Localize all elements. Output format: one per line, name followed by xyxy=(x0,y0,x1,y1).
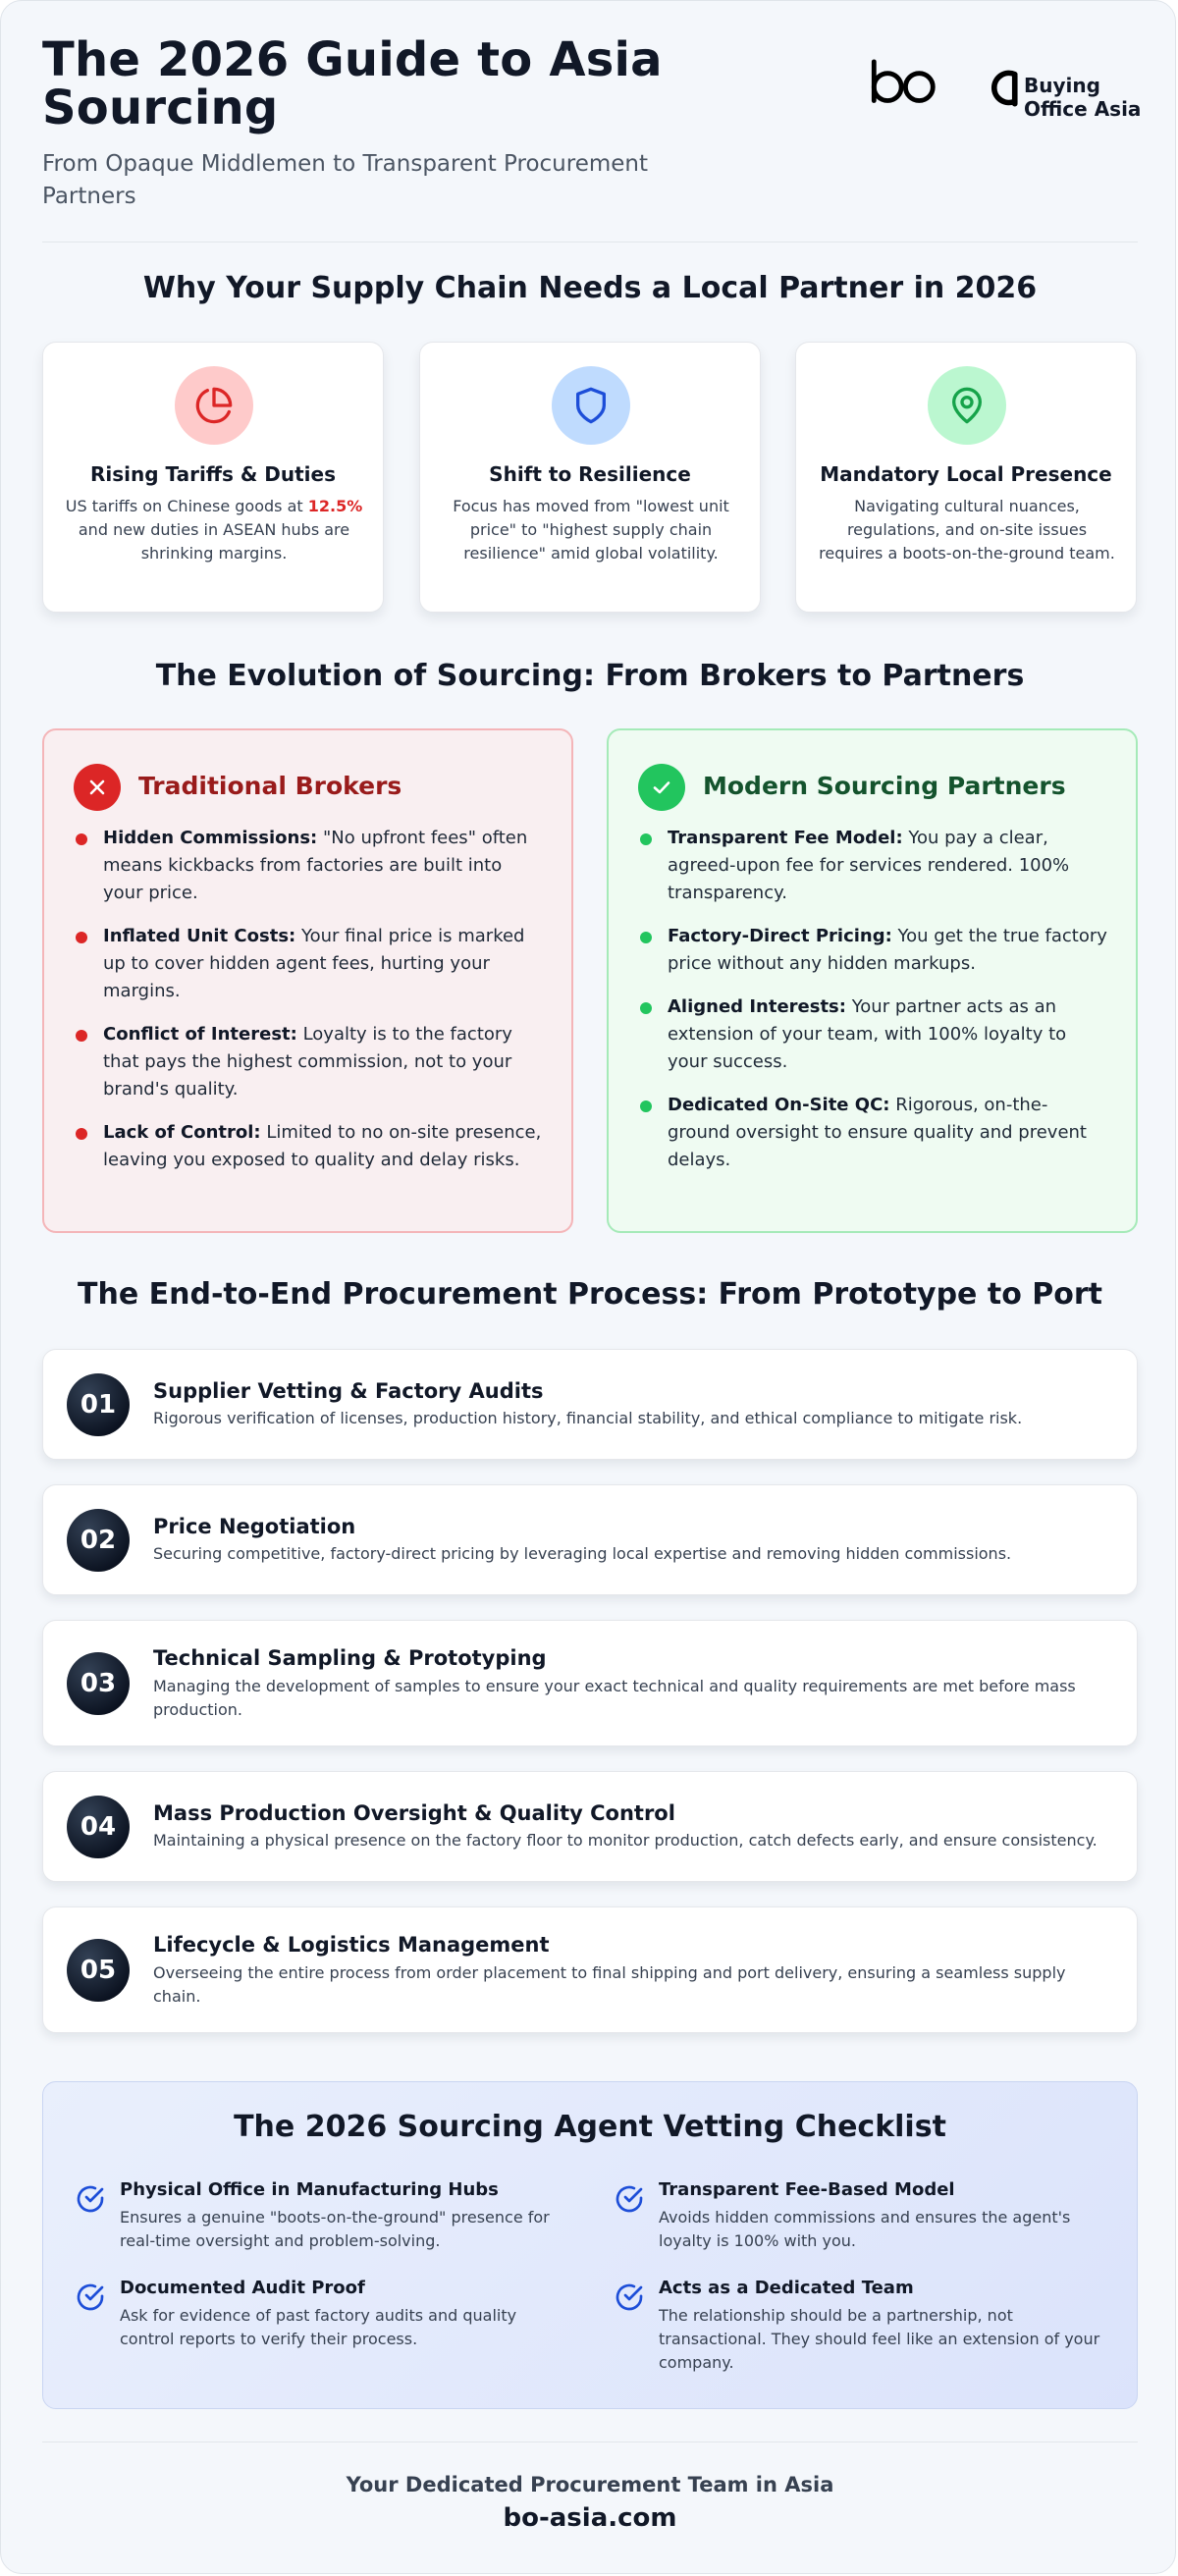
why-card-local-presence: Mandatory Local Presence Navigating cult… xyxy=(795,342,1137,613)
list-item: Factory-Direct Pricing: You get the true… xyxy=(638,923,1109,978)
modern-partners-panel: Modern Sourcing Partners Transparent Fee… xyxy=(607,728,1138,1233)
logo-text-line1: Buying xyxy=(1024,74,1100,97)
why-card-tariffs: Rising Tariffs & Duties US tariffs on Ch… xyxy=(42,342,384,613)
step-desc: Securing competitive, factory-direct pri… xyxy=(153,1544,1012,1563)
checklist-item-desc: Ensures a genuine "boots-on-the-ground" … xyxy=(120,2208,550,2250)
boa-logo-icon xyxy=(871,59,936,103)
list-item: Dedicated On-Site QC: Rigorous, on-the-g… xyxy=(638,1092,1109,1174)
step-title: Supplier Vetting & Factory Audits xyxy=(153,1379,544,1403)
list-item: Hidden Commissions: "No upfront fees" of… xyxy=(74,825,545,907)
logo-text-line2: Office Asia xyxy=(1024,97,1142,121)
check-circle-icon xyxy=(616,2283,643,2311)
checklist-item-title: Acts as a Dedicated Team xyxy=(659,2278,914,2298)
why-card-desc: Navigating cultural nuances, regulations… xyxy=(819,497,1115,563)
checklist-item-desc: Ask for evidence of past factory audits … xyxy=(120,2306,517,2348)
step-title: Price Negotiation xyxy=(153,1515,356,1538)
check-circle-icon xyxy=(616,2185,643,2213)
map-pin-icon xyxy=(952,387,982,424)
checklist-item-desc: Avoids hidden commissions and ensures th… xyxy=(659,2208,1071,2250)
step-desc: Overseeing the entire process from order… xyxy=(153,1963,1066,2006)
modern-list: Transparent Fee Model: You pay a clear, … xyxy=(638,825,1109,1190)
step-title: Lifecycle & Logistics Management xyxy=(153,1933,550,1957)
check-icon xyxy=(653,781,670,794)
list-item: Inflated Unit Costs: Your final price is… xyxy=(74,923,545,1005)
tariff-highlight: 12.5% xyxy=(307,497,363,515)
list-item: Aligned Interests: Your partner acts as … xyxy=(638,993,1109,1076)
why-card-resilience: Shift to Resilience Focus has moved from… xyxy=(419,342,761,613)
logo-text: Buying Office Asia xyxy=(1024,74,1141,121)
step-number: 05 xyxy=(67,1939,130,2002)
process-step-2: 02 Price Negotiation Securing competitiv… xyxy=(42,1484,1138,1595)
process-step-1: 01 Supplier Vetting & Factory Audits Rig… xyxy=(42,1349,1138,1460)
step-number: 01 xyxy=(67,1373,130,1436)
checklist-item-title: Transparent Fee-Based Model xyxy=(659,2179,955,2200)
step-number: 03 xyxy=(67,1652,130,1715)
process-step-4: 04 Mass Production Oversight & Quality C… xyxy=(42,1771,1138,1882)
step-title: Technical Sampling & Prototyping xyxy=(153,1646,547,1670)
traditional-brokers-panel: Traditional Brokers Hidden Commissions: … xyxy=(42,728,573,1233)
check-circle-icon xyxy=(77,2185,104,2213)
shield-icon xyxy=(576,387,606,424)
checklist-item-title: Physical Office in Manufacturing Hubs xyxy=(120,2179,499,2200)
why-card-title: Shift to Resilience xyxy=(489,462,691,486)
process-step-3: 03 Technical Sampling & Prototyping Mana… xyxy=(42,1620,1138,1746)
traditional-title: Traditional Brokers xyxy=(138,772,402,800)
modern-title: Modern Sourcing Partners xyxy=(703,772,1066,800)
why-card-title: Mandatory Local Presence xyxy=(820,462,1112,486)
boa-logo-a-icon xyxy=(991,70,1018,107)
pie-chart-icon-circle xyxy=(175,366,253,445)
why-card-desc: Focus has moved from "lowest unit price"… xyxy=(453,497,729,563)
step-number: 04 xyxy=(67,1796,130,1858)
close-icon xyxy=(89,779,105,795)
why-heading: Why Your Supply Chain Needs a Local Part… xyxy=(142,271,1038,305)
why-card-title: Rising Tariffs & Duties xyxy=(89,462,336,486)
step-desc: Rigorous verification of licenses, produ… xyxy=(153,1409,1023,1427)
page-subtitle: From Opaque Middlemen to Transparent Pro… xyxy=(42,151,648,209)
map-pin-icon-circle xyxy=(928,366,1006,445)
step-desc: Managing the development of samples to e… xyxy=(153,1677,1076,1719)
vetting-checklist-panel: The 2026 Sourcing Agent Vetting Checklis… xyxy=(42,2081,1138,2409)
close-icon-badge xyxy=(74,764,121,811)
step-number: 02 xyxy=(67,1509,130,1572)
evolution-heading: The Evolution of Sourcing: From Brokers … xyxy=(155,659,1025,693)
footer-website-link[interactable]: bo-asia.com xyxy=(503,2503,677,2533)
check-icon-badge xyxy=(638,764,685,811)
process-step-5: 05 Lifecycle & Logistics Management Over… xyxy=(42,1906,1138,2033)
list-item: Transparent Fee Model: You pay a clear, … xyxy=(638,825,1109,907)
list-item: Conflict of Interest: Loyalty is to the … xyxy=(74,1021,545,1103)
checklist-item-title: Documented Audit Proof xyxy=(120,2278,365,2298)
step-desc: Maintaining a physical presence on the f… xyxy=(153,1831,1098,1850)
footer-tagline: Your Dedicated Procurement Team in Asia xyxy=(346,2473,834,2496)
page-title: The 2026 Guide to Asia Sourcing xyxy=(42,32,663,135)
pie-chart-icon xyxy=(195,387,233,424)
process-heading: The End-to-End Procurement Process: From… xyxy=(78,1277,1102,1312)
list-item: Lack of Control: Limited to no on-site p… xyxy=(74,1119,545,1174)
traditional-list: Hidden Commissions: "No upfront fees" of… xyxy=(74,825,545,1190)
shield-icon-circle xyxy=(552,366,630,445)
checklist-item-desc: The relationship should be a partnership… xyxy=(659,2306,1100,2372)
check-circle-icon xyxy=(77,2283,104,2311)
why-card-desc: US tariffs on Chinese goods at 12.5% and… xyxy=(65,497,363,563)
step-title: Mass Production Oversight & Quality Cont… xyxy=(153,1801,675,1825)
checklist-heading: The 2026 Sourcing Agent Vetting Checklis… xyxy=(234,2110,946,2144)
